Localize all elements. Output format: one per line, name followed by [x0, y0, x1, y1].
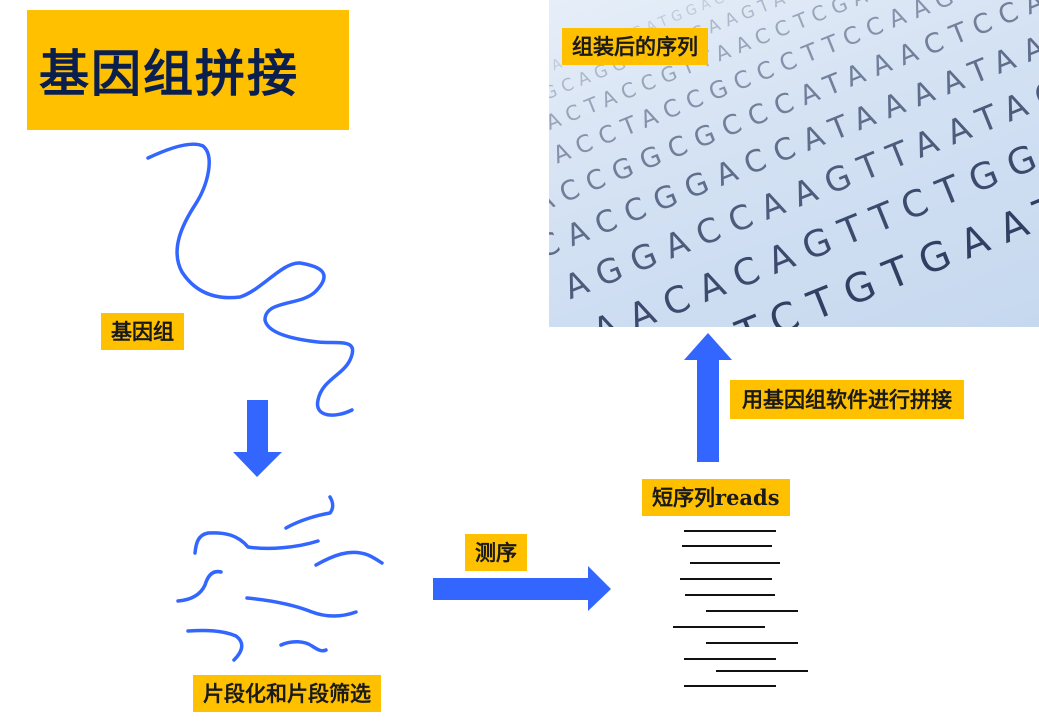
read-line [684, 685, 776, 687]
assembly-software-label: 用基因组软件进行拼接 [730, 380, 964, 419]
read-line [684, 658, 776, 660]
genome-strand [146, 142, 355, 417]
sequencing-label: 测序 [465, 534, 527, 571]
fragment [186, 628, 244, 662]
page-title: 基因组拼接 [39, 45, 299, 103]
fragment [245, 596, 358, 618]
genome-label: 基因组 [101, 313, 184, 350]
fragment-label: 片段化和片段筛选 [193, 675, 381, 712]
read-line [673, 626, 765, 628]
assembled-sequence-label: 组装后的序列 [562, 28, 708, 65]
read-line [684, 530, 776, 532]
title-box: 基因组拼接 [27, 10, 349, 130]
fragment [314, 550, 384, 567]
read-line [706, 610, 798, 612]
fragment [284, 495, 335, 530]
assembled-sequence-image: TGCAAATGCAAGTCCGATGGACTTAGCAACTTTGCAGGAT… [549, 0, 1039, 327]
read-line [680, 578, 772, 580]
sequence-letters: TGCAAATGCAAGTCCGATGGACTTAGCAACTTTGCAGGAT… [549, 0, 1039, 327]
read-line [682, 545, 772, 547]
up-arrow [684, 333, 732, 462]
read-line [706, 642, 798, 644]
read-line [716, 670, 808, 672]
read-line [690, 562, 780, 564]
fragments [176, 495, 384, 662]
read-line [685, 594, 775, 596]
down-arrow [233, 400, 282, 477]
short-reads-label: 短序列reads [642, 479, 790, 516]
fragment [279, 640, 328, 653]
right-arrow [433, 566, 611, 611]
fragment [176, 569, 223, 603]
fragment [193, 531, 320, 555]
